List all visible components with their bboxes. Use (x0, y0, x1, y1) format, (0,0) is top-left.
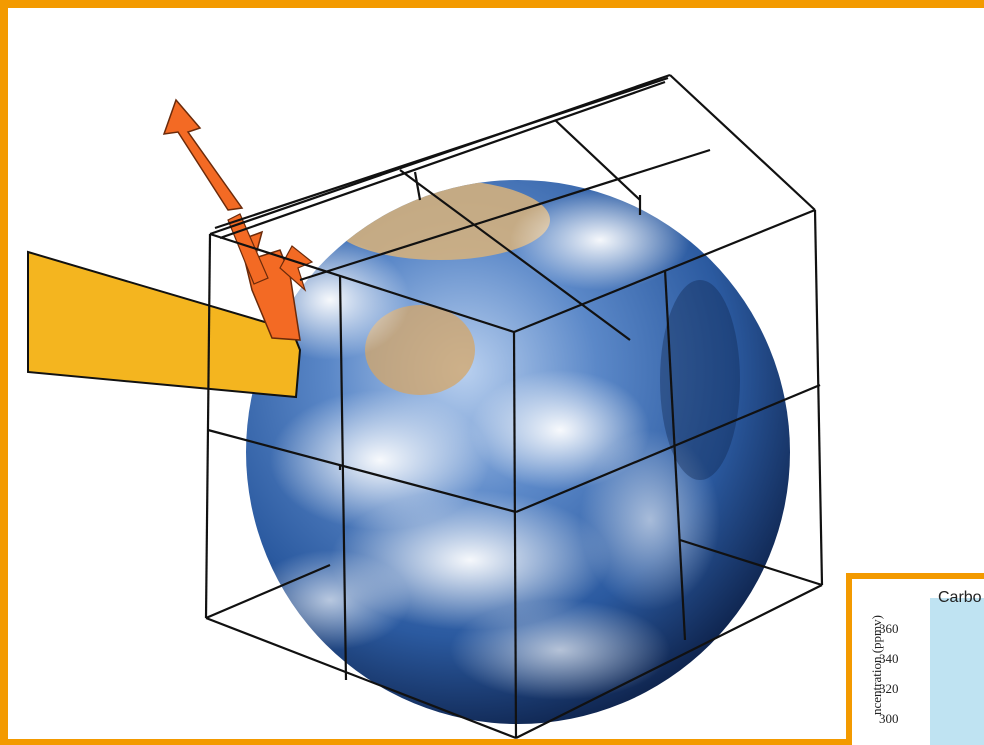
inset-title: Carbo (938, 589, 982, 607)
inset-tick-label: 340 (879, 651, 899, 667)
inset-plot-area (930, 598, 984, 745)
co2-chart-inset: Carbo ncentration (ppmv) 360 340 320 300 (846, 573, 984, 745)
inset-tick-label: 320 (879, 681, 899, 697)
inset-tick-label: 360 (879, 621, 899, 637)
inset-tick-label: 300 (879, 711, 899, 727)
